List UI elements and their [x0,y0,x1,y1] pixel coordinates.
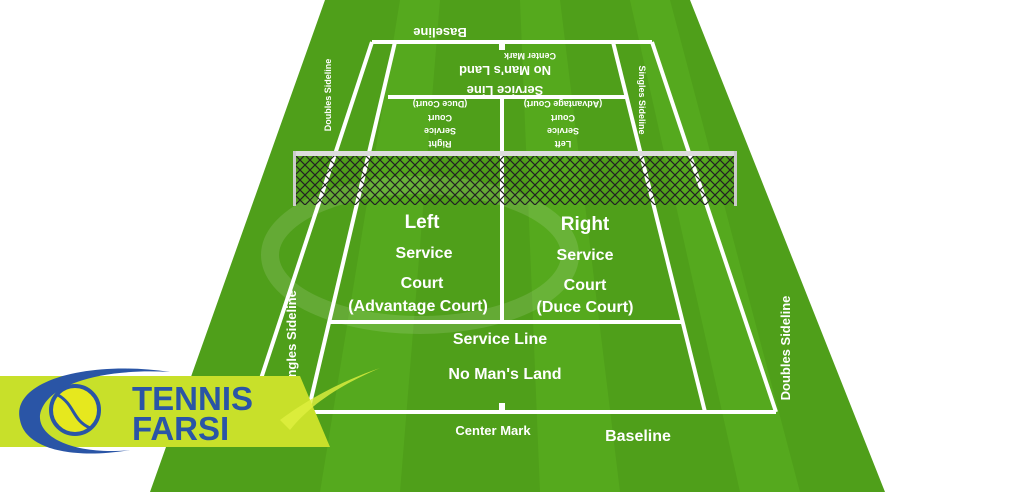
far-right-box-label: Court [428,113,452,123]
far-left-box-label: Left [555,139,572,149]
near-baseline-label: Baseline [605,428,671,445]
far-baseline-label: Baseline [413,25,466,40]
far-left-box-label: Service [547,126,579,136]
right-service-court-label: Court [564,277,607,294]
near-no-mans-land-label: No Man's Land [448,366,561,383]
near-singles-sideline-label: Singles Sideline [284,290,299,390]
far-right-box-label: (Duce Court) [413,99,468,109]
near-doubles-sideline-label: Doubles Sideline [778,296,793,401]
far-center-mark [499,42,505,50]
tennis-farsi-logo: TENNIS FARSI [0,368,380,454]
swoosh-icon [19,368,170,454]
far-left-box-label: Court [551,113,575,123]
net [293,151,737,206]
net-post-left [293,151,296,206]
right-singles-sideline [611,41,707,413]
left-service-court-label: Service [396,245,453,262]
court-lines [248,40,778,414]
left-singles-sideline [306,41,397,413]
far-service-line-label: Service Line [467,83,544,98]
far-no-mans-land-label: No Man's Land [459,63,551,78]
left-service-court-label: Left [405,212,441,233]
near-service-line-label: Service Line [453,331,547,348]
far-labels: Baseline Center Mark No Man's Land Servi… [323,25,647,149]
left-service-court-label: (Advantage Court) [348,298,488,315]
far-left-box-label: (Advantage Court) [524,99,603,109]
far-right-box-label: Service [424,126,456,136]
right-service-court-label: Service [557,247,614,264]
left-service-court-label: Court [401,275,444,292]
right-service-court-label: Right [561,214,610,235]
left-doubles-sideline [248,41,374,413]
near-labels: Left Service Court (Advantage Court) Rig… [284,212,793,445]
right-service-court-label: (Duce Court) [537,299,634,316]
logo-text-tennis: TENNIS [132,380,253,417]
tennis-ball-icon [49,384,101,436]
near-center-mark-label: Center Mark [455,423,531,438]
far-center-mark-label: Center Mark [503,51,556,61]
far-doubles-sideline-label: Doubles Sideline [323,59,333,132]
grass-stripes [320,0,800,492]
right-doubles-sideline [650,41,778,413]
far-singles-sideline-label: Singles Sideline [637,65,647,134]
far-right-box-label: Right [429,139,452,149]
near-center-mark [499,403,505,412]
logo-text-farsi: FARSI [132,410,229,447]
net-post-right [734,151,737,206]
